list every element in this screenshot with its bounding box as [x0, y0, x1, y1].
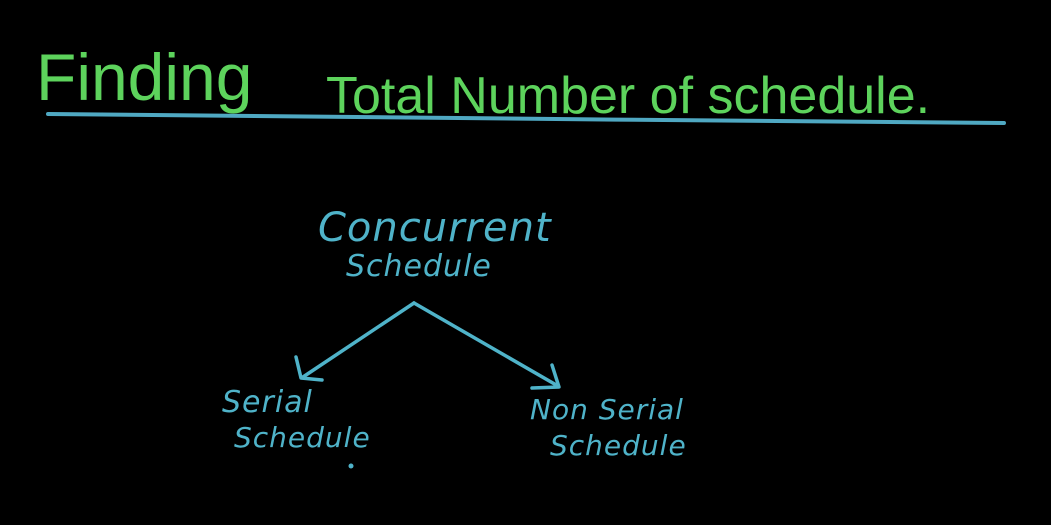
node-non-serial-line2: Schedule: [550, 429, 687, 462]
arrow-to-non-serial: [412, 301, 561, 390]
title-total-number-of-schedule: Total Number of schedule.: [326, 67, 931, 125]
title-finding: Finding: [36, 40, 253, 114]
title-underline: [46, 112, 1006, 125]
node-non-serial-line1: Non Serial: [530, 393, 684, 426]
node-serial-line2: Schedule: [234, 421, 371, 454]
node-concurrent-line2: Schedule: [346, 249, 492, 284]
arrow-to-serial: [294, 301, 416, 382]
node-serial-line1: Serial: [222, 385, 313, 420]
node-concurrent-line1: Concurrent: [318, 205, 552, 251]
ink-dot: [348, 463, 354, 469]
